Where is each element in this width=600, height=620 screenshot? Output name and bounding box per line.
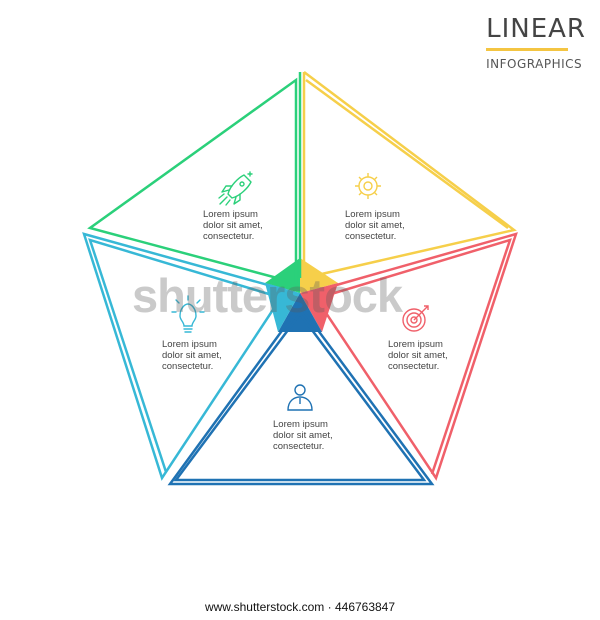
brand-title: LINEAR	[486, 14, 586, 44]
gear-icon	[355, 173, 381, 199]
segment-outline-blue	[167, 303, 435, 486]
center-fill-green	[265, 258, 300, 293]
segment-outline-green	[87, 77, 298, 285]
segment-inner-red	[317, 238, 512, 475]
segment-inner-yellow	[305, 78, 509, 230]
segment-outline-yellow	[302, 71, 517, 280]
segment-inner-cyan	[88, 238, 283, 473]
segment-text-cyan: Lorem ipsum dolor sit amet, consectetur.	[162, 339, 222, 372]
segment-text-red: Lorem ipsum dolor sit amet, consectetur.	[388, 339, 448, 372]
segment-text-green: Lorem ipsum dolor sit amet, consectetur.	[203, 209, 263, 242]
segment-text-blue: Lorem ipsum dolor sit amet, consectetur.	[273, 419, 333, 452]
brand: LINEAR INFOGRAPHICS	[486, 14, 586, 71]
footer-credit: www.shutterstock.com · 446763847	[204, 600, 396, 614]
target-icon	[402, 305, 429, 332]
segment-outline-cyan	[82, 232, 288, 481]
lightbulb-icon	[171, 295, 205, 333]
segment-inner-blue	[173, 311, 427, 482]
person-icon	[287, 384, 313, 411]
segment-text-yellow: Lorem ipsum dolor sit amet, consectetur.	[345, 209, 405, 242]
segment-outline-red	[310, 232, 518, 481]
brand-subtitle: INFOGRAPHICS	[486, 57, 583, 71]
brand-underline	[486, 48, 569, 51]
rocket-icon	[218, 171, 253, 206]
watermark: shutterstock	[132, 269, 403, 322]
